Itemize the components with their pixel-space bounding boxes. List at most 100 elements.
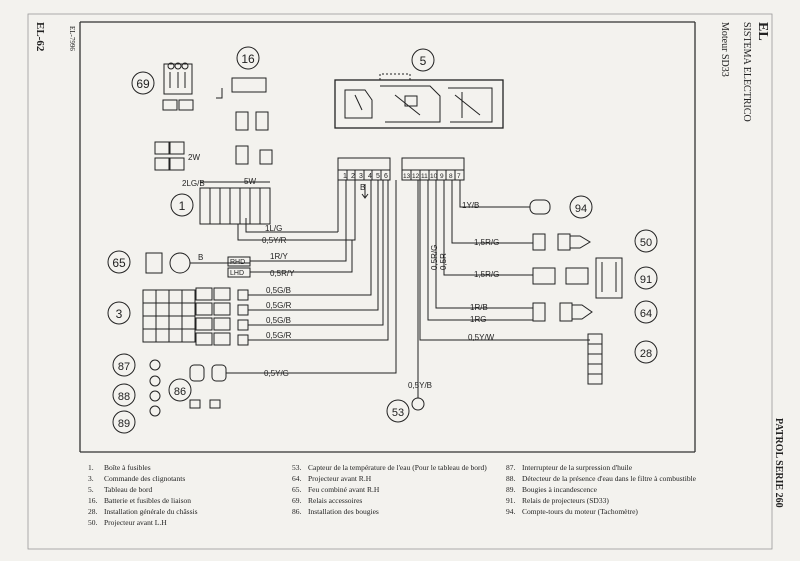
legend-text: Relais de projecteurs (SD33) (522, 496, 609, 505)
legend-item: 87. Interrupteur de la surpression d'huil… (506, 462, 696, 473)
legend-col2: 53. Capteur de la température de l'eau (P… (292, 462, 487, 517)
label-53: 53 (392, 407, 404, 419)
wire-05r: 0,5R (439, 253, 448, 270)
legend-item: 86. Installation des bougies (292, 506, 487, 517)
legend-item: 91.Relais de projecteurs (SD33) (506, 495, 696, 506)
legend-item: 1.Boîte à fusibles (88, 462, 198, 473)
legend-num: 64. (292, 474, 302, 483)
legend-text: Installation des bougies (308, 507, 379, 516)
legend-text: Projecteur avant R.H (308, 474, 372, 483)
engine-title: Moteur SD33 (719, 22, 730, 77)
legend-text: Installation générale du châssis (104, 507, 198, 516)
legend-item: 69. Relais accessoires (292, 495, 487, 506)
conn-b-pin13: 13 (403, 173, 411, 180)
wire-05gr1: 0,5G/R (266, 301, 292, 310)
battery-16: 16 (216, 46, 273, 165)
label-16: 16 (241, 52, 255, 66)
wire-05yb: 0,5Y/B (408, 381, 432, 390)
legend-text: Batterie et fusibles de liaison (104, 496, 192, 505)
legend-col1: 1.Boîte à fusibles 3.Commande des cligno… (88, 462, 198, 528)
label-91: 91 (640, 274, 652, 286)
legend-num: 53. (292, 463, 302, 472)
legend-text: Feu combiné avant R.H (308, 485, 380, 494)
label-3: 3 (116, 307, 123, 321)
legend-text: Bougies à incandescence (522, 485, 597, 494)
legend-text: Interrupteur de la surpression d'huile (522, 463, 633, 472)
label-88: 88 (118, 391, 130, 403)
label-89: 89 (118, 418, 130, 430)
legend-num: 88. (506, 474, 516, 483)
wire-05yg: 0,5Y/G (264, 369, 289, 378)
wire-05rg: 0,5R/G (430, 245, 439, 270)
conn-b-pin7: 7 (457, 173, 461, 180)
wire-05yr: 0,5Y/R (262, 236, 287, 245)
connector-a: 1 2 3 4 5 6 B (337, 157, 391, 199)
conn-b-pin10: 10 (430, 173, 438, 180)
legend-item: 65. Feu combiné avant R.H (292, 484, 487, 495)
label-50: 50 (640, 237, 652, 249)
headlamp-lh-50: 50 (532, 229, 658, 253)
legend-item: 88. Détecteur de la présence d'eau dans l… (506, 473, 696, 484)
legend-num: 87. (506, 463, 516, 472)
legend-item: 53. Capteur de la température de l'eau (P… (292, 462, 487, 473)
wire-2w: 2W (188, 153, 200, 162)
label-87: 87 (118, 361, 130, 373)
legend-item: 50.Projecteur avant L.H (88, 517, 198, 528)
chassis-harness-28: 28 (587, 333, 658, 385)
legend-num: 94. (506, 507, 516, 516)
legend-num: 5. (88, 485, 94, 494)
legend-num: 50. (88, 518, 98, 527)
water-temp-sensor-53: 53 0,5Y/B (386, 180, 432, 423)
turn-signal-switch-3: 3 0,5G/B 0,5G/R 0,5G/B 0,5G/R (107, 180, 389, 346)
wire-05gb: 0,5G/B (266, 286, 291, 295)
legend-num: 86. (292, 507, 302, 516)
fuse-box-1: 1 2W 2LG/B 5W 1L/G 0,5Y/R (154, 141, 356, 245)
conn-a-pin3: 3 (359, 173, 363, 180)
b-mark-65: B (198, 253, 203, 262)
legend-num: 89. (506, 485, 516, 494)
code-ref: EL-7996 (68, 26, 76, 51)
legend-text: Tableau de bord (104, 485, 153, 494)
wire-1lg: 1L/G (265, 224, 282, 233)
legend-item: 94. Compte-tours du moteur (Tachomètre) (506, 506, 696, 517)
conn-a-pin2: 2 (351, 173, 355, 180)
legend-num: 3. (88, 474, 94, 483)
wire-05gb2: 0,5G/B (266, 316, 291, 325)
wire-05gr2: 0,5G/R (266, 331, 292, 340)
rhd-label: RHD (230, 259, 245, 266)
wire-1rb: 1R/B (470, 303, 488, 312)
wire-2lgb: 2LG/B (182, 179, 205, 188)
legend-text: Détecteur de la présence d'eau dans le f… (522, 474, 696, 483)
legend-text: Relais accessoires (308, 496, 363, 505)
legend-item: 89. Bougies à incandescence (506, 484, 696, 495)
wire-15rg2: 1,5R/G (474, 270, 499, 279)
legend-text: Boîte à fusibles (104, 463, 151, 472)
wire-1rg: 1RG (470, 315, 486, 324)
legend-text: Compte-tours du moteur (Tachomètre) (522, 507, 638, 516)
legend-num: 65. (292, 485, 302, 494)
relay-69: 69 (131, 62, 194, 111)
b-mark: B (360, 183, 365, 192)
wire-1ry: 1R/Y (270, 252, 288, 261)
label-28: 28 (640, 348, 652, 360)
conn-b-pin12: 12 (412, 173, 420, 180)
legend-item: 3.Commande des clignotants (88, 473, 198, 484)
label-94: 94 (575, 203, 587, 215)
label-5: 5 (420, 54, 427, 68)
legend-text: Capteur de la température de l'eau (Pour… (308, 463, 487, 472)
legend-num: 16. (88, 496, 98, 505)
wire-05ry: 0,5R/Y (270, 269, 295, 278)
page-border (27, 13, 773, 550)
legend-num: 69. (292, 496, 302, 505)
legend-num: 28. (88, 507, 98, 516)
connector-b: 13 12 11 10 9 8 7 (401, 157, 465, 181)
system-title: SISTEMA ELECTRICO (741, 22, 752, 122)
conn-a-pin4: 4 (368, 173, 372, 180)
label-65: 65 (112, 256, 126, 270)
conn-a-pin5: 5 (376, 173, 380, 180)
conn-a-pin1: 1 (343, 173, 347, 180)
conn-b-pin9: 9 (440, 173, 444, 180)
conn-b-pin8: 8 (449, 173, 453, 180)
